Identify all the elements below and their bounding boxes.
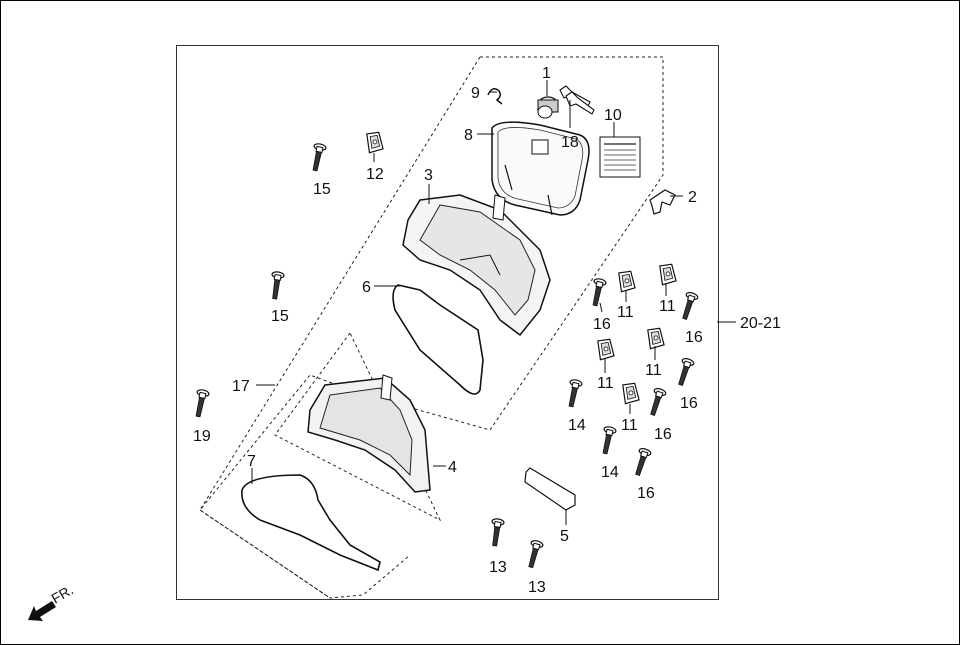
part-7-seal bbox=[241, 474, 381, 572]
callout-14-b: 14 bbox=[601, 464, 619, 481]
front-direction-arrow bbox=[28, 601, 56, 621]
bolt-14-b bbox=[598, 425, 618, 456]
bolt-15-upper bbox=[308, 142, 328, 173]
leader-lines bbox=[251, 80, 736, 525]
bolt-16-b bbox=[678, 290, 700, 322]
callout-11-a: 11 bbox=[617, 304, 634, 321]
bolt-13-b bbox=[524, 538, 545, 570]
part-9-spring-clip bbox=[487, 88, 503, 105]
callout-18: 18 bbox=[561, 134, 579, 151]
clip-12 bbox=[366, 131, 384, 154]
clip-11-d bbox=[647, 327, 665, 350]
callout-11-d: 11 bbox=[645, 362, 662, 379]
callout-3: 3 bbox=[424, 167, 433, 184]
part-2-latch bbox=[649, 189, 676, 215]
callout-7: 7 bbox=[247, 453, 256, 470]
callout-16-c: 16 bbox=[680, 395, 698, 412]
callout-19: 19 bbox=[193, 428, 211, 445]
callout-10: 10 bbox=[604, 107, 622, 124]
callout-1: 1 bbox=[542, 65, 551, 82]
callout-13-b: 13 bbox=[528, 579, 546, 596]
clip-11-e bbox=[622, 382, 640, 405]
bolt-13-a bbox=[488, 517, 505, 548]
bolt-14-a bbox=[564, 378, 584, 409]
bolt-15-lower bbox=[268, 270, 285, 301]
bolt-16-e bbox=[631, 446, 653, 478]
upper-assembly-dashed-outline bbox=[199, 56, 664, 511]
callout-17: 17 bbox=[232, 378, 250, 395]
callout-2: 2 bbox=[688, 189, 697, 206]
callout-14-a: 14 bbox=[568, 417, 586, 434]
part-4-lower-panel bbox=[307, 374, 431, 493]
bolt-16-c bbox=[674, 356, 696, 388]
bolt-19 bbox=[191, 388, 211, 419]
callout-8: 8 bbox=[464, 127, 473, 144]
part-10-label-sticker bbox=[599, 136, 641, 178]
bolt-16-a bbox=[588, 277, 608, 308]
callout-11-b: 11 bbox=[659, 298, 676, 315]
callout-12: 12 bbox=[366, 166, 384, 183]
callout-11-c: 11 bbox=[597, 375, 614, 392]
bottom-dashed-outline bbox=[199, 509, 411, 599]
callout-labels: 1 2 3 4 5 6 7 8 9 10 11 11 11 11 11 12 1… bbox=[193, 65, 781, 596]
clip-11-b bbox=[659, 263, 677, 286]
callout-16-a: 16 bbox=[593, 316, 611, 333]
callout-16-d: 16 bbox=[654, 426, 672, 443]
callout-16-e: 16 bbox=[637, 485, 655, 502]
part-1-lock-cylinder bbox=[537, 96, 559, 119]
part-6-seal bbox=[392, 284, 484, 395]
callout-4: 4 bbox=[448, 459, 457, 476]
part-5-bracket bbox=[524, 467, 576, 511]
callout-15-lower: 15 bbox=[271, 308, 289, 325]
callout-6: 6 bbox=[362, 279, 371, 296]
part-3-inner-cover bbox=[402, 194, 551, 337]
main-assembly-dashed-left bbox=[199, 56, 481, 599]
callout-13-a: 13 bbox=[489, 559, 507, 576]
bolt-16-d bbox=[646, 386, 668, 418]
assembly-label: 20-21 bbox=[740, 315, 781, 332]
callout-5: 5 bbox=[560, 528, 569, 545]
part-18-keys bbox=[559, 85, 595, 115]
clip-11-a bbox=[618, 270, 636, 293]
clip-11-c bbox=[597, 338, 615, 361]
callout-15-upper: 15 bbox=[313, 181, 331, 198]
callout-16-b: 16 bbox=[685, 329, 703, 346]
callout-11-e: 11 bbox=[621, 417, 638, 434]
callout-9: 9 bbox=[471, 85, 480, 102]
